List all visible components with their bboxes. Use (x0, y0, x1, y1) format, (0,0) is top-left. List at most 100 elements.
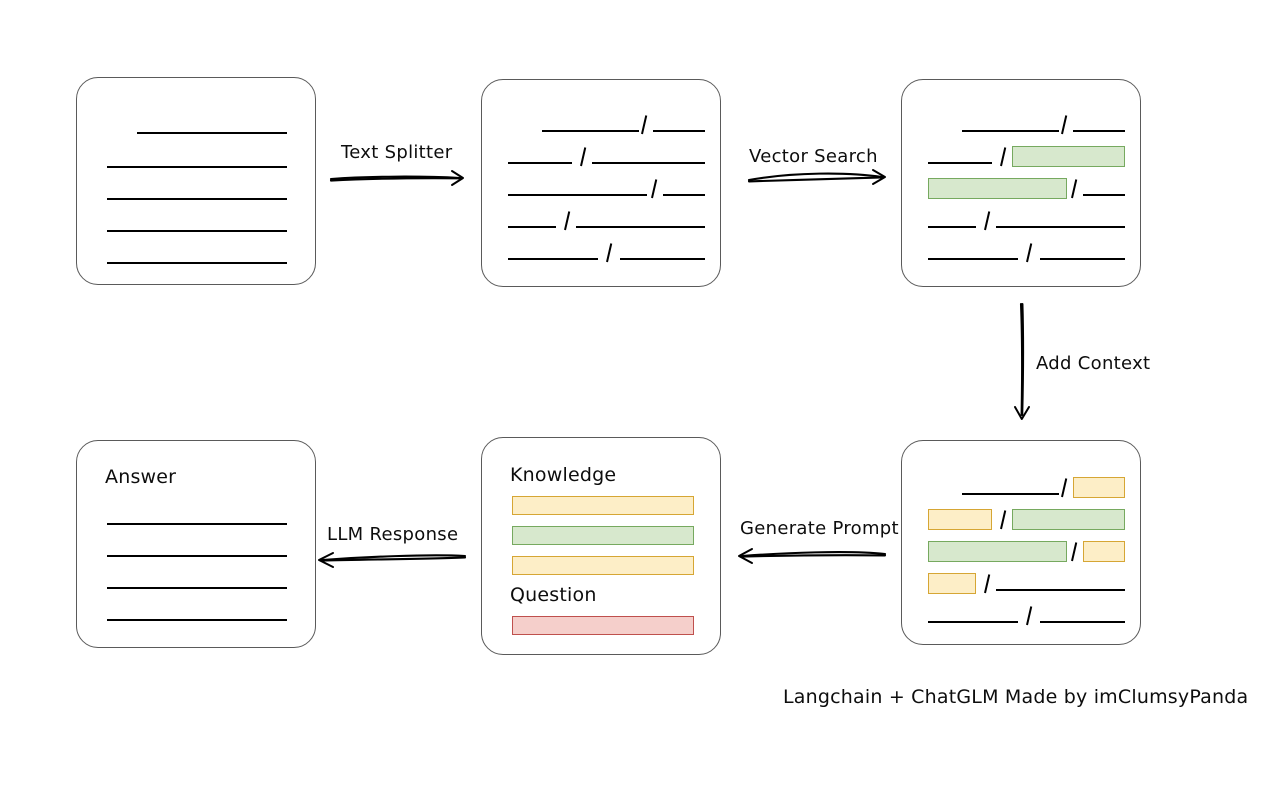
answer-line-row (77, 503, 317, 525)
matched-chunk-highlight (928, 178, 1067, 199)
text-line (107, 166, 287, 168)
context-added-box[interactable] (901, 440, 1141, 645)
text-line (1040, 621, 1125, 623)
answer-line-row (77, 535, 317, 557)
doc-line-row (77, 242, 317, 264)
doc-line-row (77, 178, 317, 200)
chunk-row (500, 238, 705, 263)
chunk-separator (1061, 478, 1068, 498)
split-chunks-box[interactable] (481, 79, 721, 287)
question-heading: Question (510, 584, 597, 606)
arrow-generate-prompt (738, 548, 887, 564)
vector-matches-box[interactable] (901, 79, 1141, 287)
chunk-separator (1026, 606, 1033, 626)
chunk-separator (606, 243, 613, 263)
prompt-box[interactable]: Knowledge Question (481, 437, 721, 655)
context-chunk-highlight (928, 573, 976, 594)
text-line (542, 130, 639, 132)
text-line (1073, 130, 1125, 132)
doc-line-row (77, 210, 317, 232)
chunk-row (920, 473, 1125, 498)
knowledge-heading: Knowledge (510, 464, 617, 486)
arrow-label-text-splitter: Text Splitter (341, 142, 453, 163)
arrow-llm-response (318, 552, 467, 568)
chunk-separator (1061, 115, 1068, 135)
chunk-row (920, 537, 1125, 562)
chunk-separator (651, 179, 658, 199)
matched-chunk-highlight (1012, 146, 1125, 167)
arrow-label-vector-search: Vector Search (749, 146, 878, 167)
text-line (962, 130, 1059, 132)
text-line (508, 162, 572, 164)
chunk-row (920, 238, 1125, 263)
chunk-separator (580, 147, 587, 167)
text-line (107, 555, 287, 557)
chunk-row (920, 142, 1125, 167)
chunk-row (920, 206, 1125, 231)
text-line (962, 493, 1059, 495)
chunk-row (920, 174, 1125, 199)
doc-line-row (77, 146, 317, 168)
text-line (663, 194, 705, 196)
answer-heading: Answer (105, 466, 177, 488)
chunk-row (920, 505, 1125, 530)
knowledge-bar (512, 526, 694, 545)
chunk-separator (1000, 147, 1007, 167)
text-line (107, 198, 287, 200)
context-chunk-highlight (1073, 477, 1125, 498)
text-line (620, 258, 705, 260)
arrow-label-generate-prompt: Generate Prompt (740, 518, 899, 539)
chunk-separator (1071, 179, 1078, 199)
arrow-vector-search (747, 169, 886, 185)
chunk-separator (1026, 243, 1033, 263)
text-line (1083, 194, 1125, 196)
chunk-row (500, 206, 705, 231)
chunk-row (500, 174, 705, 199)
text-line (107, 523, 287, 525)
arrow-text-splitter (329, 170, 464, 186)
answer-box[interactable]: Answer (76, 440, 316, 648)
text-line (928, 162, 992, 164)
text-line (928, 621, 1018, 623)
chunk-separator (1000, 510, 1007, 530)
text-line (576, 226, 705, 228)
question-bar (512, 616, 694, 635)
text-line (508, 194, 647, 196)
text-line (928, 226, 976, 228)
text-line (508, 226, 556, 228)
footer-credit: Langchain + ChatGLM Made by imClumsyPand… (783, 686, 1249, 708)
chunk-row (500, 142, 705, 167)
source-document-box[interactable] (76, 77, 316, 285)
text-line (996, 226, 1125, 228)
matched-chunk-highlight (928, 541, 1067, 562)
text-line (508, 258, 598, 260)
chunk-separator (984, 211, 991, 231)
knowledge-bar (512, 556, 694, 575)
text-line (996, 589, 1125, 591)
text-line (1040, 258, 1125, 260)
text-line (107, 262, 287, 264)
chunk-row (920, 601, 1125, 626)
chunk-separator (1071, 542, 1078, 562)
chunk-separator (641, 115, 648, 135)
chunk-row (920, 569, 1125, 594)
answer-line-row (77, 567, 317, 589)
text-line (107, 619, 287, 621)
arrow-label-add-context: Add Context (1036, 353, 1151, 374)
text-line (107, 587, 287, 589)
doc-line-row (77, 112, 317, 134)
matched-chunk-highlight (1012, 509, 1125, 530)
text-line (137, 132, 287, 134)
chunk-row (920, 110, 1125, 135)
text-line (928, 258, 1018, 260)
answer-line-row (77, 599, 317, 621)
text-line (107, 230, 287, 232)
context-chunk-highlight (928, 509, 992, 530)
arrow-label-llm-response: LLM Response (327, 524, 459, 545)
knowledge-bar (512, 496, 694, 515)
chunk-separator (564, 211, 571, 231)
chunk-row (500, 110, 705, 135)
chunk-separator (984, 574, 991, 594)
text-line (592, 162, 705, 164)
